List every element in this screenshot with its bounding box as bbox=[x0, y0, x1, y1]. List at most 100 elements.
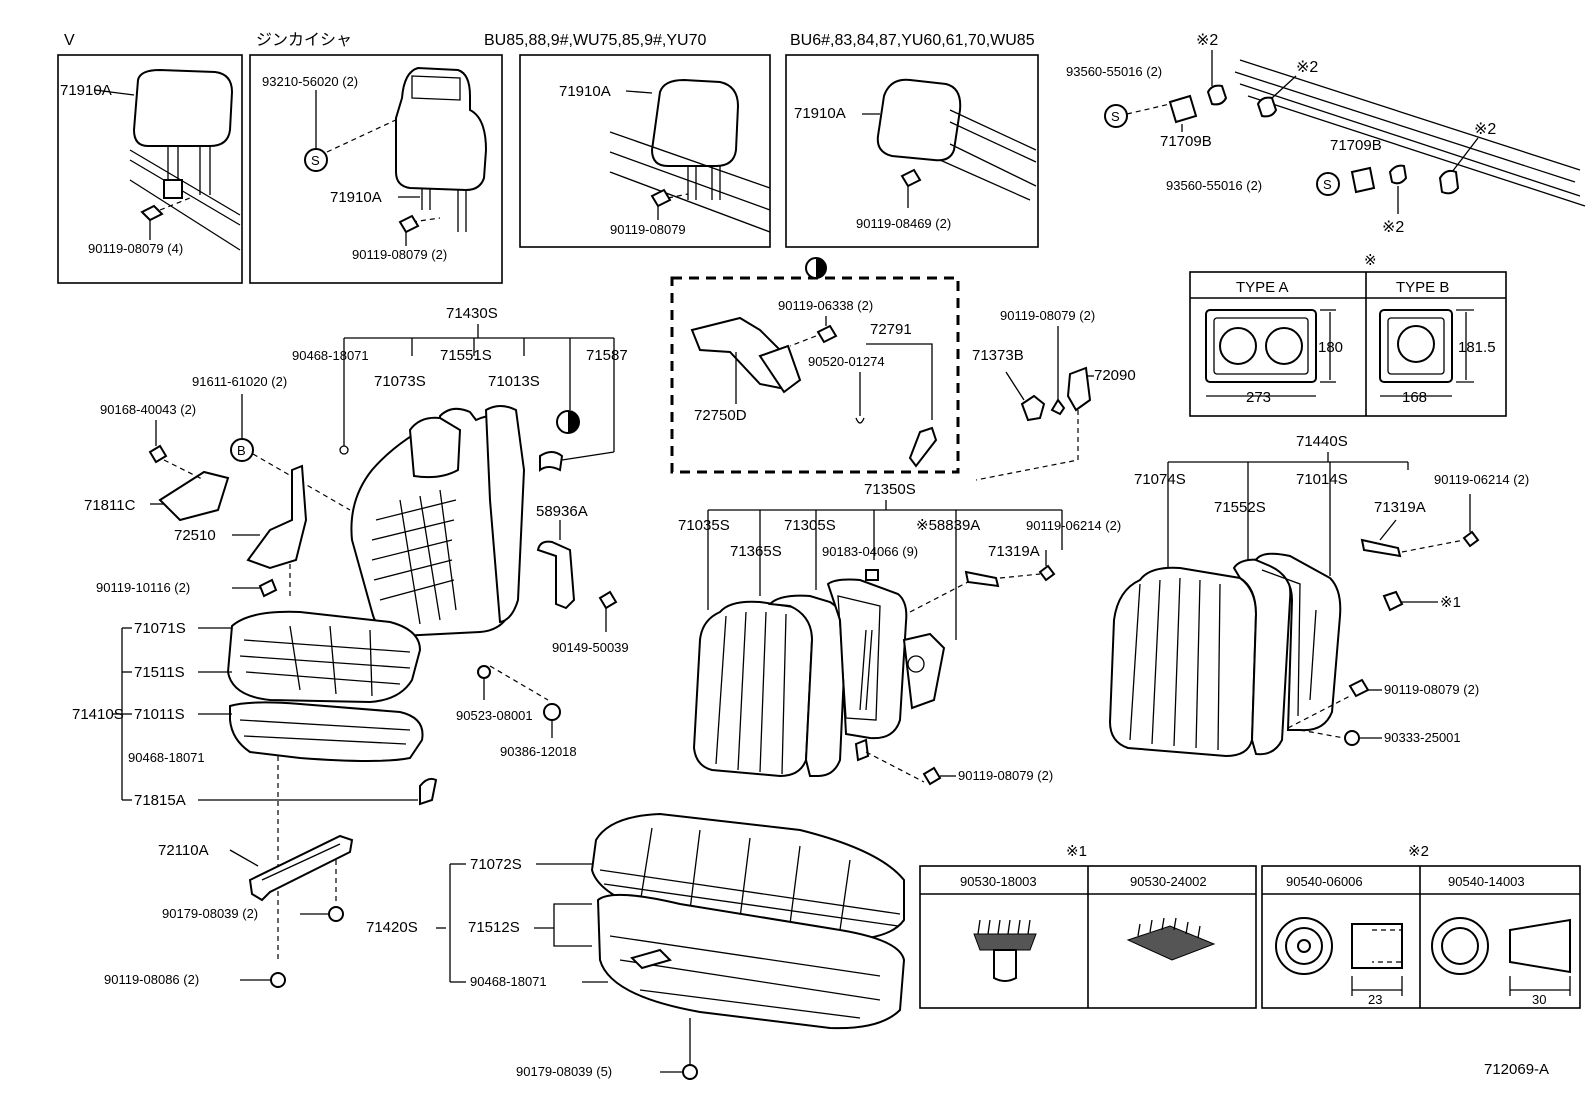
bolt-icon bbox=[1462, 530, 1480, 548]
fastener-table-1-col1: 90530-18003 bbox=[960, 874, 1037, 889]
label-90119-06214-rear: 90119-06214 (2) bbox=[1434, 472, 1529, 487]
label-90168: 90168-40043 (2) bbox=[100, 402, 196, 417]
center-back-bolt-label: 90119-08079 (2) bbox=[958, 768, 1053, 783]
seatback-edge-lines bbox=[129, 149, 241, 251]
bolt-icon bbox=[1038, 564, 1056, 582]
cap-side-icon bbox=[1351, 923, 1403, 969]
label-58839: ※58839A bbox=[916, 517, 980, 534]
cushion-assy-label: 71410S bbox=[72, 706, 124, 723]
bolt-icon bbox=[543, 703, 561, 721]
cap-icon bbox=[1388, 164, 1408, 185]
label-71074: 71074S bbox=[1134, 471, 1186, 488]
label-71811: 71811C bbox=[84, 497, 136, 514]
track-bolt-label: 90119-08086 (2) bbox=[104, 972, 199, 987]
bolt-icon bbox=[900, 168, 922, 188]
part-72110a bbox=[248, 834, 354, 902]
stay-guide bbox=[163, 179, 183, 199]
panel-bu6-bolt-label: 90119-08469 (2) bbox=[856, 216, 951, 231]
rail-screw-bottom-label: 93560-55016 (2) bbox=[1166, 178, 1262, 193]
label-90149: 90149-50039 bbox=[552, 640, 629, 655]
label-71319-rear: 71319A bbox=[1374, 499, 1426, 516]
front-headrest-integrated bbox=[408, 416, 462, 479]
bolt-icon bbox=[598, 590, 618, 610]
bolt-icon bbox=[140, 204, 164, 222]
rear-cushion-mid-label: 71512S bbox=[468, 919, 520, 936]
label-91611: 91611-61020 (2) bbox=[192, 374, 287, 389]
center-back-pad-front bbox=[692, 600, 814, 778]
armrest-bolt-label: 90119-06338 (2) bbox=[778, 298, 873, 313]
center-back-assy-label: 71350S bbox=[864, 481, 916, 498]
headrest-pad bbox=[395, 66, 488, 192]
label-71305: 71305S bbox=[784, 517, 836, 534]
track-part-label: 72110A bbox=[158, 842, 209, 859]
clip-icon bbox=[865, 569, 879, 581]
panel-jinkaisha-title: ジンカイシャ bbox=[256, 32, 352, 49]
s-symbol-text: S bbox=[1323, 177, 1332, 192]
panel-bu85-part-label: 71910A bbox=[559, 83, 611, 100]
bolt-icon bbox=[650, 188, 672, 208]
trim-rails bbox=[1234, 59, 1586, 207]
track-nut-label: 90179-08039 (2) bbox=[162, 906, 258, 921]
fastener-table-2-col2: 90540-14003 bbox=[1448, 874, 1525, 889]
cap-icon bbox=[1438, 169, 1460, 195]
s-symbol-text: S bbox=[311, 153, 320, 168]
panel-v-part-label: 71910A bbox=[60, 82, 112, 99]
type-a-label: TYPE A bbox=[1236, 279, 1289, 296]
cap-side-icon bbox=[1509, 918, 1571, 974]
push-clip-icon bbox=[1126, 925, 1216, 961]
cushion-hook bbox=[630, 948, 672, 970]
grommet-icon bbox=[1344, 730, 1360, 746]
bolt-icon bbox=[258, 578, 278, 598]
fastener-table-2: ※2 90540-06006 90540-14003 23 30 bbox=[1261, 843, 1581, 1009]
clip-icon bbox=[855, 417, 865, 424]
cushion-item-4: 71815A bbox=[134, 792, 186, 809]
headrest-pad bbox=[876, 78, 962, 162]
part-71587 bbox=[539, 451, 564, 472]
panel-v-title: V bbox=[64, 32, 75, 49]
fastener-table-2-col1: 90540-06006 bbox=[1286, 874, 1363, 889]
armrest-box-group: 90119-06338 (2) 72791 90520-01274 72750D bbox=[670, 257, 960, 474]
cap-icon bbox=[1256, 96, 1278, 118]
panel-bu6-title: BU6#,83,84,87,YU60,61,70,WU85 bbox=[790, 32, 1035, 49]
bolt-icon bbox=[1050, 398, 1066, 416]
rear-cushion-nut-label: 90179-08039 (5) bbox=[516, 1064, 612, 1079]
rear-back-pad-rear bbox=[1232, 558, 1292, 756]
hinge-71373-label: 71373B bbox=[972, 347, 1024, 364]
bolt-icon bbox=[1348, 678, 1370, 698]
headrest-stays bbox=[421, 188, 467, 232]
armrest-90520-label: 90520-01274 bbox=[808, 354, 885, 369]
headrest-pad bbox=[650, 78, 740, 167]
panel-v-bolt-label: 90119-08079 (4) bbox=[88, 241, 183, 256]
s-symbol-icon bbox=[1316, 172, 1340, 196]
rail-mark-b: ※2 bbox=[1474, 121, 1496, 138]
type-b-label: TYPE B bbox=[1396, 279, 1449, 296]
bolt-icon bbox=[922, 766, 942, 786]
label-71365: 71365S bbox=[730, 543, 782, 560]
rail-cover-group: ※2 93560-55016 (2) S ※2 71709B 71709B ※2… bbox=[1066, 32, 1586, 236]
bolt-icon bbox=[148, 444, 168, 464]
label-90183: 90183-04066 (9) bbox=[822, 544, 918, 559]
panel-bu85-bolt-label: 90119-08079 bbox=[610, 222, 686, 237]
rail-mark-c: ※2 bbox=[1382, 219, 1404, 236]
headrest-panel-v: V 71910A 90119-08079 (4) bbox=[57, 32, 243, 284]
fastener-table-1-col2: 90530-24002 bbox=[1130, 874, 1207, 889]
bolt-icon bbox=[270, 972, 286, 988]
speaker-hole-icon bbox=[1397, 325, 1435, 363]
armrest-72750-label: 72750D bbox=[694, 407, 747, 424]
rear-back-bolt-label: 90119-08079 (2) bbox=[1384, 682, 1479, 697]
headrest-panel-jinkaisha: ジンカイシャ S 93210-56020 (2) 71910A 90119-08… bbox=[249, 32, 503, 284]
label-71073: 71073S bbox=[374, 373, 426, 390]
panel-jinkaisha-frame bbox=[249, 54, 503, 284]
rail-mark-a: ※2 bbox=[1296, 59, 1318, 76]
rear-seatback-assembly: 71440S 71074S 71014S 90119-06214 (2) 715… bbox=[1108, 433, 1529, 758]
part-71811c bbox=[158, 470, 230, 522]
clip-icon bbox=[1382, 590, 1404, 612]
cap-icon bbox=[1206, 84, 1228, 106]
s-symbol-icon bbox=[1104, 104, 1128, 128]
seat-track: 72110A 90179-08039 (2) 90119-08086 (2) bbox=[104, 834, 354, 988]
label-90119-10116: 90119-10116 (2) bbox=[96, 580, 190, 595]
b-symbol-text: B bbox=[237, 443, 246, 458]
panel-v-frame bbox=[57, 54, 243, 284]
fastener-table-2-dim1: 23 bbox=[1368, 992, 1382, 1007]
hinge-72090-label: 72090 bbox=[1094, 367, 1136, 384]
